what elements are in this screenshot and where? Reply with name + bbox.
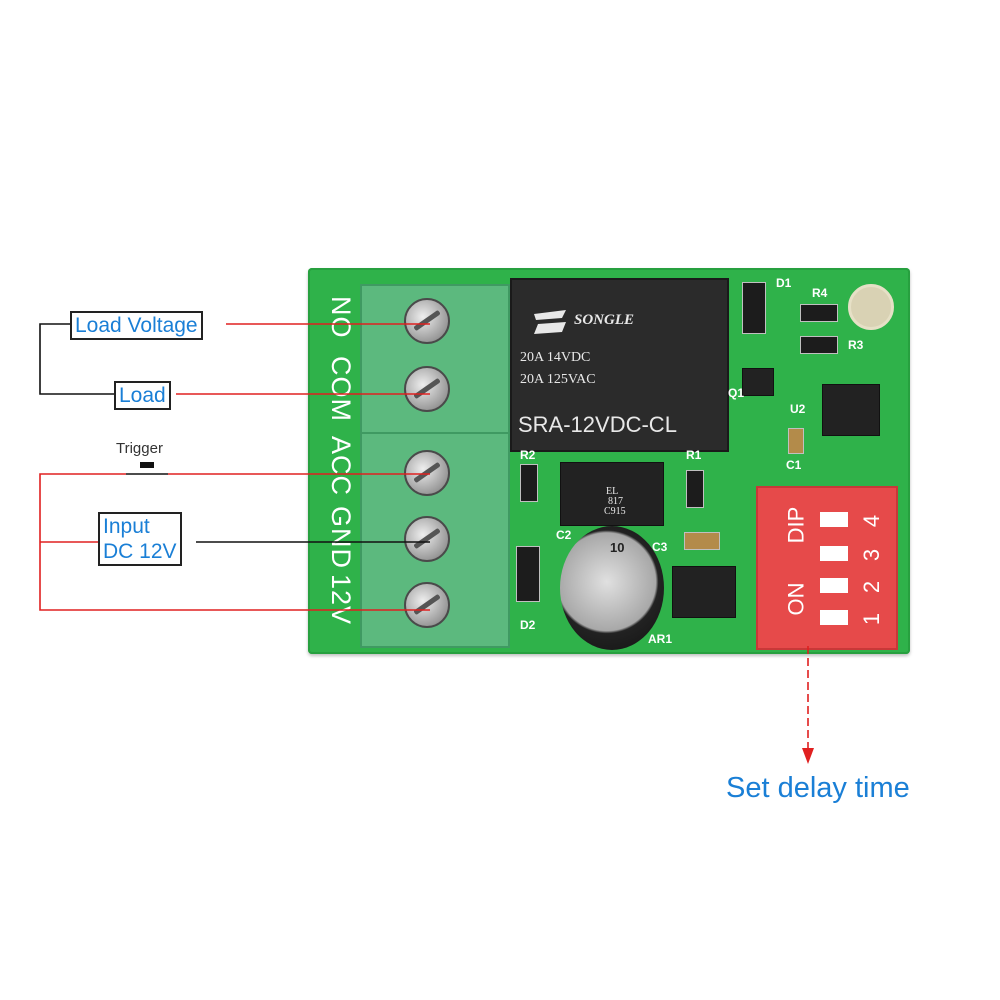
delay-arrow-head-icon [802, 748, 814, 764]
label-c3: C3 [652, 540, 668, 554]
relay [510, 278, 729, 452]
terminal-label-acc: ACC [326, 436, 356, 497]
terminal-label-com: COM [326, 356, 356, 422]
relay-rating-ac: 20A 125VAC [520, 372, 596, 387]
label-r1: R1 [686, 448, 702, 462]
cap-value-label: 10 [610, 540, 625, 555]
transistor-q1 [742, 368, 774, 396]
screw-acc[interactable] [404, 450, 450, 496]
capacitor-c1 [788, 428, 804, 454]
electrolytic-capacitor [560, 526, 664, 650]
input-callout-line2: DC 12V [103, 540, 177, 563]
relay-rating-dc: 20A 14VDC [520, 350, 591, 365]
screw-com[interactable] [404, 366, 450, 412]
resistor-r2 [520, 464, 538, 502]
opto-marking-1: EL [606, 486, 619, 497]
dip-switch-2[interactable] [820, 578, 848, 593]
load-voltage-callout: Load Voltage [70, 311, 203, 340]
terminal-label-no: NO [326, 296, 356, 339]
screw-12v[interactable] [404, 582, 450, 628]
trigger-switch-icon [140, 462, 154, 468]
label-d2: D2 [520, 618, 536, 632]
regulator-u1 [672, 566, 736, 618]
dip-switch-3[interactable] [820, 546, 848, 561]
relay-brand: SONGLE [574, 312, 635, 328]
label-u2: U2 [790, 402, 806, 416]
label-r2: R2 [520, 448, 536, 462]
input-callout: Input DC 12V [98, 512, 182, 566]
label-q1: Q1 [728, 386, 745, 400]
label-r3: R3 [848, 338, 864, 352]
trigger-label: Trigger [116, 440, 163, 457]
terminal-label-12v: 12V [326, 574, 356, 626]
mounting-hole [848, 284, 894, 330]
wire-load-loop [39, 323, 116, 395]
opto-marking-3: C915 [604, 506, 626, 517]
opto-marking-2: 817 [608, 496, 623, 507]
resistor-r4 [800, 304, 838, 322]
terminal-label-gnd: GND [326, 506, 356, 569]
resistor-r1 [686, 470, 704, 508]
dip-switch-4[interactable] [820, 512, 848, 527]
relay-model: SRA-12VDC-CL [518, 412, 677, 437]
optocoupler [560, 462, 664, 526]
label-c2: C2 [556, 528, 572, 542]
label-r4: R4 [812, 286, 828, 300]
diode-d1 [742, 282, 766, 334]
screw-no[interactable] [404, 298, 450, 344]
input-callout-line1: Input [103, 515, 150, 538]
label-ar1: AR1 [648, 632, 673, 646]
label-c1: C1 [786, 458, 802, 472]
load-callout: Load [114, 381, 171, 410]
capacitor-c3 [684, 532, 720, 550]
label-d1: D1 [776, 276, 792, 290]
dip-switch-1[interactable] [820, 610, 848, 625]
screw-gnd[interactable] [404, 516, 450, 562]
songle-logo-icon [534, 310, 566, 334]
diode-d2 [516, 546, 540, 602]
resistor-r3 [800, 336, 838, 354]
set-delay-time-label: Set delay time [726, 772, 910, 804]
ic-u2 [822, 384, 880, 436]
